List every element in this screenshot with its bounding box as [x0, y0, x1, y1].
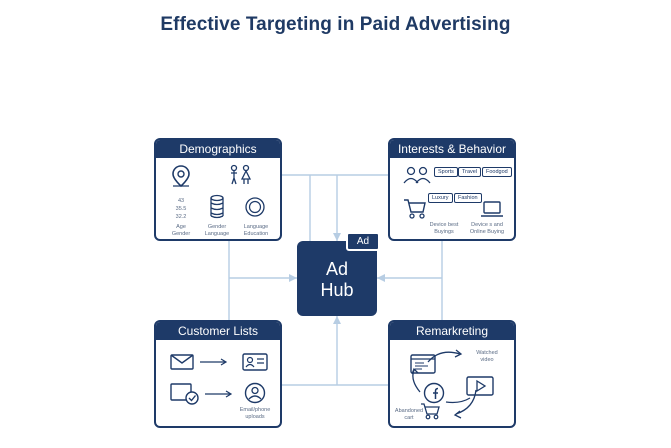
label-gender-2: Gender [207, 224, 227, 230]
users-icon [403, 166, 431, 184]
page-title: Effective Targeting in Paid Advertising [160, 14, 511, 35]
label-abandoned: Abandoned [394, 408, 424, 414]
label-device-best: Device best [429, 222, 459, 228]
envelope-icon [170, 354, 194, 370]
label-age: Age [176, 224, 186, 230]
customer-lists-card: Customer Lists Email/phone uplo [154, 320, 282, 428]
arrow-right-icon [205, 390, 233, 398]
verified-list-icon [170, 383, 199, 405]
label-uploads: uploads [245, 414, 265, 420]
remarketing-card: Remarkreting Watched video [388, 320, 516, 428]
label-online-buying: Online Buying [469, 229, 505, 235]
label-buyings: Buyings [434, 229, 454, 235]
demographics-card: Demographics 43 35.5 32.2 Age Gender Gen… [154, 138, 282, 241]
id-card-icon [242, 353, 268, 371]
tag-luxury: Luxury [428, 193, 453, 203]
tag-sports: Sports [434, 167, 458, 177]
remarketing-cycle-arrows [411, 349, 477, 419]
shopping-cart-icon [404, 199, 426, 219]
demographics-title: Demographics [156, 140, 280, 158]
customer-lists-title: Customer Lists [156, 322, 280, 340]
ad-hub: Ad Hub [297, 241, 377, 316]
remarketing-title: Remarkreting [390, 322, 514, 340]
label-education: Education [243, 231, 269, 237]
target-icon [245, 197, 265, 217]
user-circle-icon [244, 382, 266, 404]
tag-fashion: Fashion [454, 193, 482, 203]
hub-line-2: Hub [320, 280, 354, 300]
stat-1: 43 [177, 198, 185, 204]
ad-badge: Ad [346, 232, 380, 251]
browser-window-icon [410, 354, 436, 374]
arrow-right-icon [200, 358, 228, 366]
laptop-icon [481, 201, 503, 217]
stat-2: 35.5 [175, 206, 187, 212]
interests-title: Interests & Behavior [390, 140, 514, 158]
coin-stack-icon [210, 194, 224, 219]
hub-line-1: Ad [325, 259, 349, 279]
label-cart: cart [404, 415, 414, 421]
stat-3: 32.2 [175, 214, 187, 220]
interests-card: Interests & Behavior Sports Travel Foodg… [388, 138, 516, 241]
shopping-cart-icon [421, 403, 440, 420]
label-gender: Gender [171, 231, 191, 237]
facebook-icon [423, 382, 445, 404]
gender-icon [230, 164, 252, 185]
tag-foodgod: Foodgod [482, 167, 512, 177]
video-player-icon [466, 376, 494, 396]
label-language-2: Language [243, 224, 269, 230]
label-email-phone: Email/phone [239, 407, 271, 413]
tag-travel: Travel [458, 167, 482, 177]
label-language: Language [204, 231, 230, 237]
label-devices-and: Device s and [471, 222, 503, 228]
label-watched: Watched [476, 350, 498, 356]
label-video: video [480, 357, 494, 363]
map-pin-icon [172, 165, 190, 188]
